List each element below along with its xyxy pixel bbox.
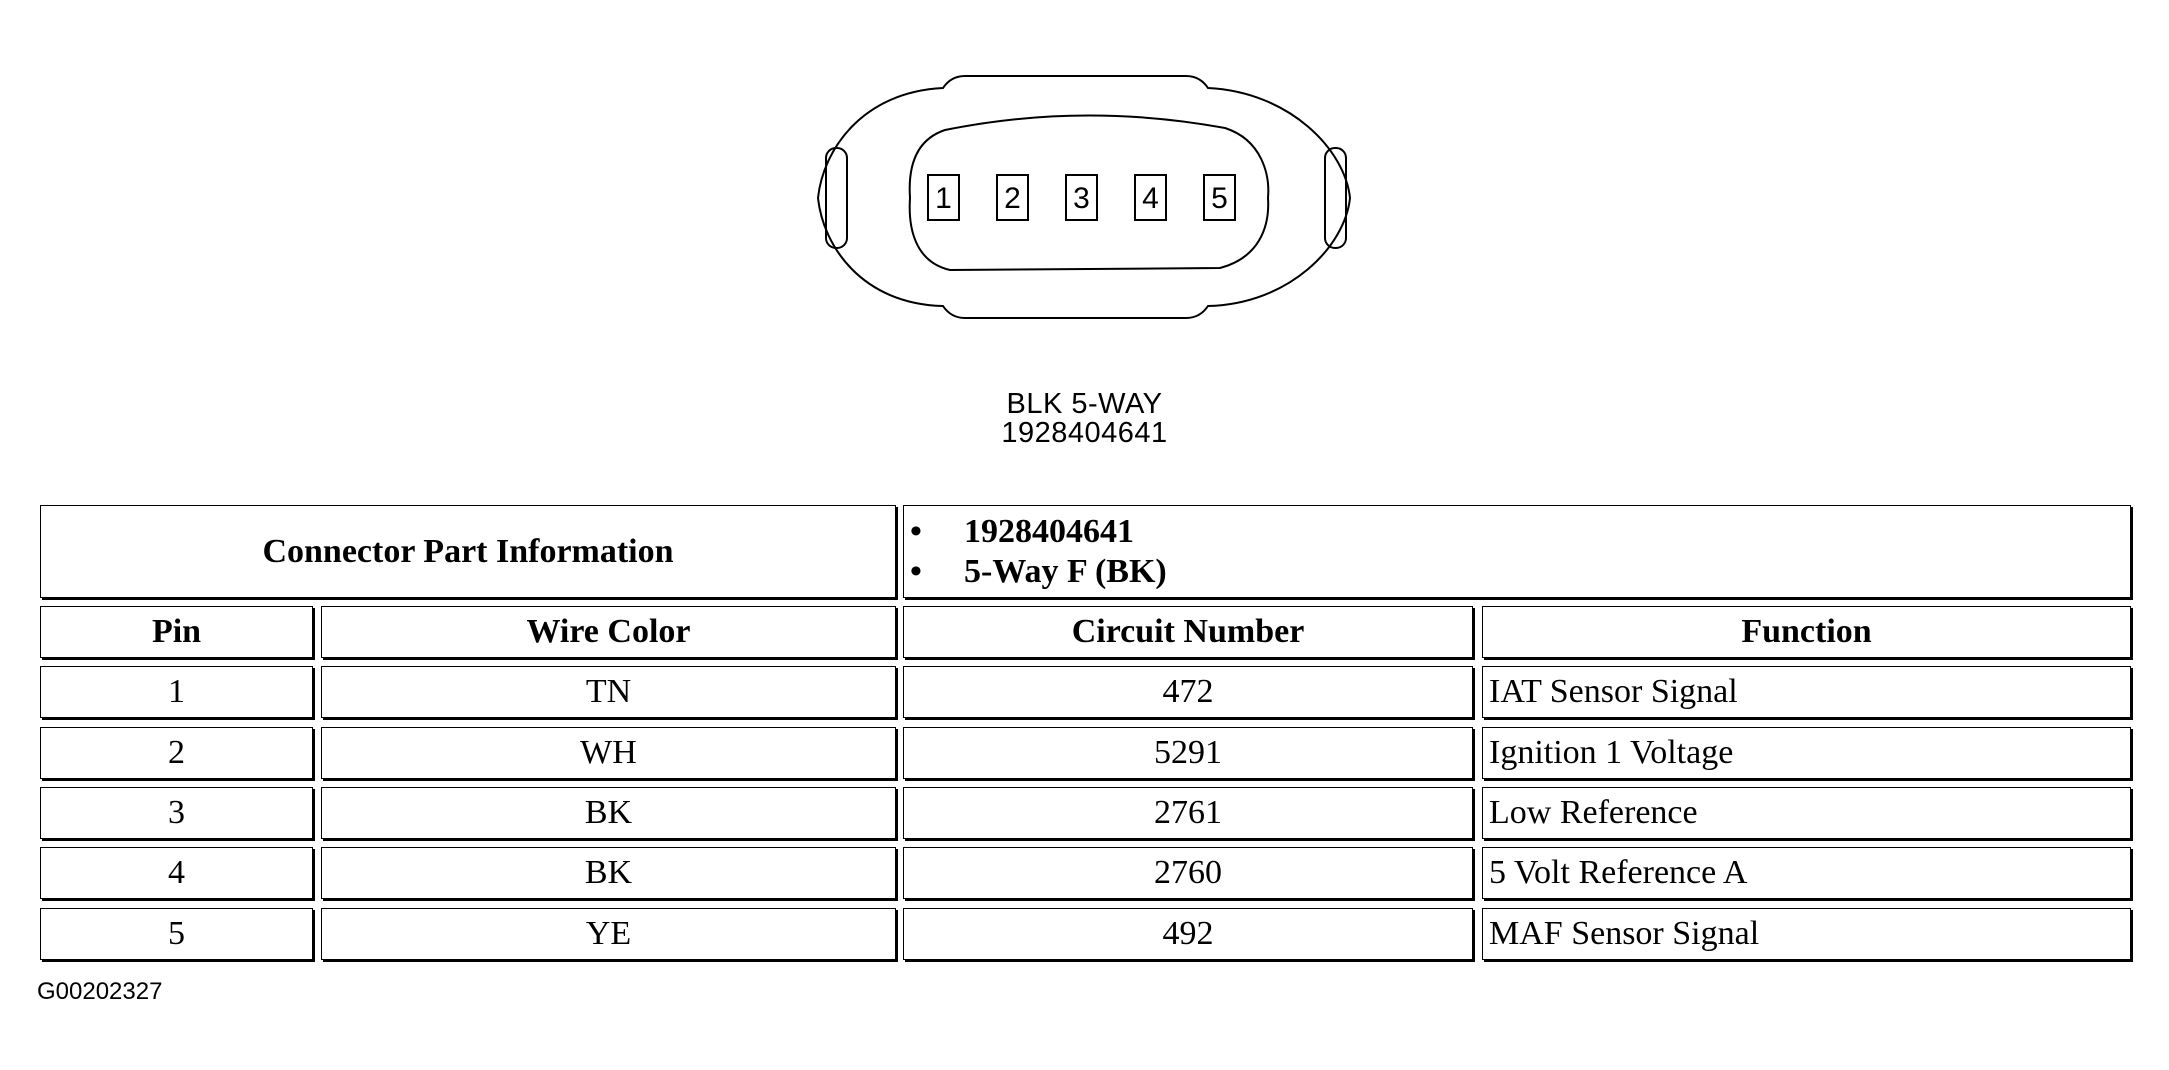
row-2-circuit: 5291 bbox=[903, 727, 1473, 779]
row-4-function: 5 Volt Reference A bbox=[1482, 847, 2131, 899]
row-1-circuit: 472 bbox=[903, 666, 1473, 718]
row-3-circuit: 2761 bbox=[903, 787, 1473, 839]
row-4-circuit: 2760 bbox=[903, 847, 1473, 899]
row-1-pin: 1 bbox=[40, 666, 313, 718]
row-5-function: MAF Sensor Signal bbox=[1482, 908, 2131, 960]
connector-right-latch bbox=[1324, 147, 1347, 249]
connector-part-info-values: 1928404641 5-Way F (BK) bbox=[903, 505, 2131, 598]
row-3-function: Low Reference bbox=[1482, 787, 2131, 839]
pin-cavity-4 bbox=[1134, 174, 1167, 221]
pin-label-2: 2 bbox=[1004, 182, 1021, 215]
column-header-wire-color: Wire Color bbox=[321, 606, 896, 658]
row-4-pin: 4 bbox=[40, 847, 313, 899]
connector-housing-outline bbox=[816, 75, 1352, 319]
pin-cavity-5 bbox=[1203, 174, 1236, 221]
pin-cavity-1 bbox=[927, 174, 960, 221]
connector-inner-cavity bbox=[908, 114, 1270, 272]
column-header-pin: Pin bbox=[40, 606, 313, 658]
info-item-part-number: 1928404641 bbox=[904, 512, 1167, 552]
row-5-pin: 5 bbox=[40, 908, 313, 960]
figure-id: G00202327 bbox=[37, 978, 163, 1005]
pin-label-4: 4 bbox=[1142, 182, 1159, 215]
connector-pins: 1 2 3 4 5 bbox=[927, 174, 1236, 221]
info-list: 1928404641 5-Way F (BK) bbox=[904, 512, 1167, 592]
row-3-pin: 3 bbox=[40, 787, 313, 839]
row-2-wire-color: WH bbox=[321, 727, 896, 779]
column-header-circuit-number: Circuit Number bbox=[903, 606, 1473, 658]
row-5-wire-color: YE bbox=[321, 908, 896, 960]
info-item-description: 5-Way F (BK) bbox=[904, 552, 1167, 592]
row-3-wire-color: BK bbox=[321, 787, 896, 839]
pin-label-5: 5 bbox=[1211, 182, 1228, 215]
connector-left-latch bbox=[825, 147, 848, 249]
row-1-function: IAT Sensor Signal bbox=[1482, 666, 2131, 718]
row-1-wire-color: TN bbox=[321, 666, 896, 718]
row-2-function: Ignition 1 Voltage bbox=[1482, 727, 2131, 779]
pin-cavity-3 bbox=[1065, 174, 1098, 221]
connector-part-info-header: Connector Part Information bbox=[40, 505, 896, 598]
pin-cavity-2 bbox=[996, 174, 1029, 221]
pin-label-1: 1 bbox=[935, 182, 952, 215]
connector-name: BLK 5-WAY bbox=[1006, 388, 1163, 420]
row-4-wire-color: BK bbox=[321, 847, 896, 899]
row-2-pin: 2 bbox=[40, 727, 313, 779]
column-header-function: Function bbox=[1482, 606, 2131, 658]
connector-part-number: 1928404641 bbox=[1001, 417, 1168, 449]
row-5-circuit: 492 bbox=[903, 908, 1473, 960]
pin-label-3: 3 bbox=[1073, 182, 1090, 215]
